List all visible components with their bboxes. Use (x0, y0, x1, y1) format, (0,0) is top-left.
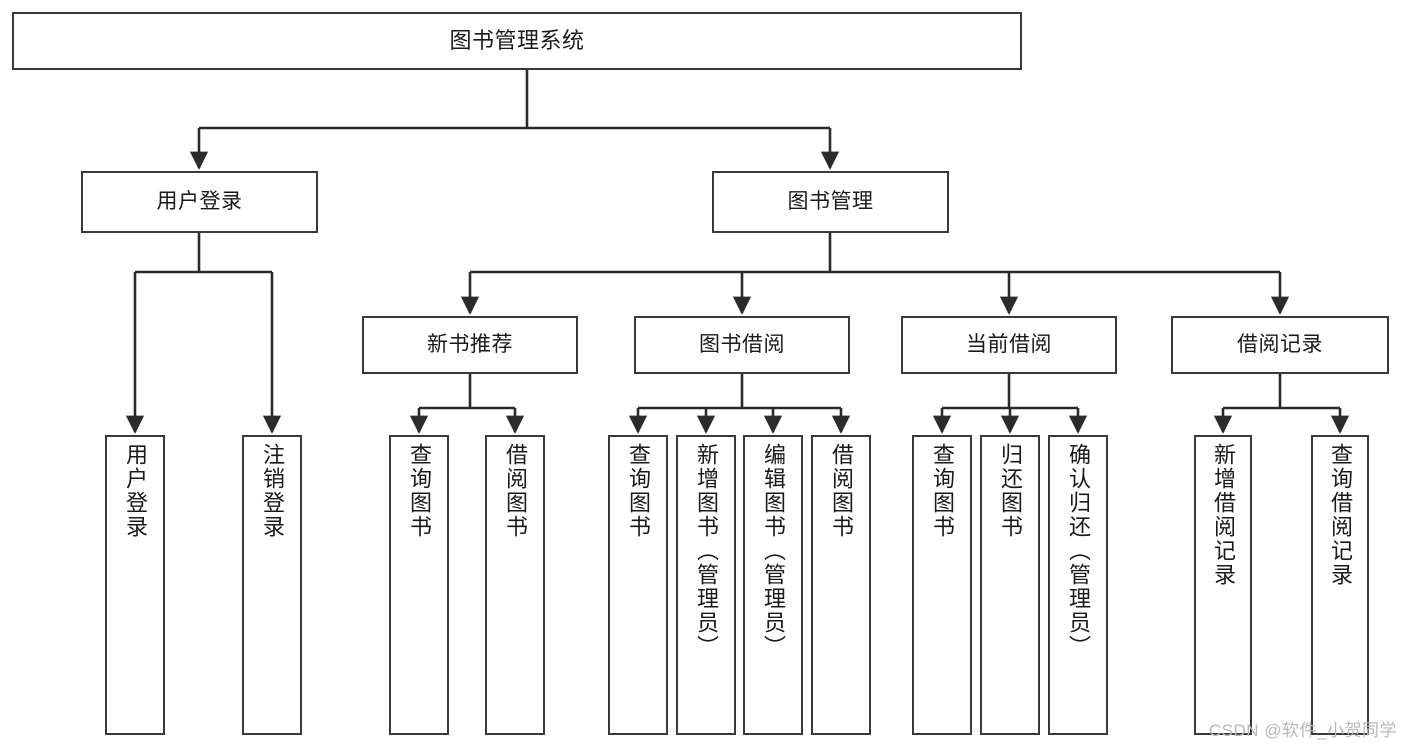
node-leaf-rec-add-label: 新增借阅记录 (1211, 443, 1236, 587)
node-leaf-borrow-lend[interactable]: 借阅图书 (811, 435, 871, 735)
node-leaf-rec-search-label: 查询借阅记录 (1328, 443, 1353, 587)
node-book-manage-label: 图书管理 (787, 189, 874, 213)
node-root[interactable]: 图书管理系统 (12, 12, 1022, 70)
node-user-login-label: 用户登录 (156, 189, 243, 213)
node-book-borrow-label: 图书借阅 (699, 332, 785, 356)
node-current-borrow[interactable]: 当前借阅 (901, 316, 1117, 374)
node-leaf-borrow-edit-label: 编辑图书（管理员） (761, 443, 786, 659)
node-new-book-rec-label: 新书推荐 (427, 332, 513, 356)
node-leaf-borrow-query-label: 查询图书 (626, 443, 651, 539)
watermark-label: CSDN @软件_小贺同学 (1208, 721, 1397, 740)
node-leaf-cur-query-label: 查询图书 (930, 443, 955, 539)
node-leaf-borrow-lend-label: 借阅图书 (829, 443, 854, 539)
node-leaf-cur-confirm[interactable]: 确认归还（管理员） (1048, 435, 1108, 735)
node-leaf-user-login[interactable]: 用户登录 (105, 435, 165, 735)
node-leaf-cur-confirm-label: 确认归还（管理员） (1066, 443, 1091, 659)
node-leaf-user-logout-label: 注销登录 (260, 443, 285, 539)
node-leaf-rec-borrow-label: 借阅图书 (503, 443, 528, 539)
node-leaf-borrow-add-label: 新增图书（管理员） (694, 443, 719, 659)
node-leaf-rec-add[interactable]: 新增借阅记录 (1194, 435, 1252, 735)
node-leaf-borrow-query[interactable]: 查询图书 (608, 435, 668, 735)
node-leaf-rec-query[interactable]: 查询图书 (389, 435, 449, 735)
node-book-borrow[interactable]: 图书借阅 (634, 316, 850, 374)
node-book-manage[interactable]: 图书管理 (712, 171, 949, 233)
node-leaf-user-login-label: 用户登录 (123, 443, 148, 539)
node-leaf-rec-borrow[interactable]: 借阅图书 (485, 435, 545, 735)
node-leaf-borrow-edit[interactable]: 编辑图书（管理员） (743, 435, 803, 735)
node-leaf-user-logout[interactable]: 注销登录 (242, 435, 302, 735)
node-root-label: 图书管理系统 (449, 28, 585, 54)
node-current-borrow-label: 当前借阅 (966, 332, 1052, 356)
node-leaf-rec-search[interactable]: 查询借阅记录 (1311, 435, 1369, 735)
node-user-login[interactable]: 用户登录 (81, 171, 318, 233)
node-borrow-records-label: 借阅记录 (1237, 332, 1323, 356)
node-borrow-records[interactable]: 借阅记录 (1171, 316, 1389, 374)
node-new-book-rec[interactable]: 新书推荐 (362, 316, 578, 374)
node-leaf-cur-return[interactable]: 归还图书 (980, 435, 1040, 735)
node-leaf-cur-return-label: 归还图书 (998, 443, 1023, 539)
node-leaf-cur-query[interactable]: 查询图书 (912, 435, 972, 735)
node-leaf-borrow-add[interactable]: 新增图书（管理员） (676, 435, 736, 735)
node-leaf-rec-query-label: 查询图书 (407, 443, 432, 539)
